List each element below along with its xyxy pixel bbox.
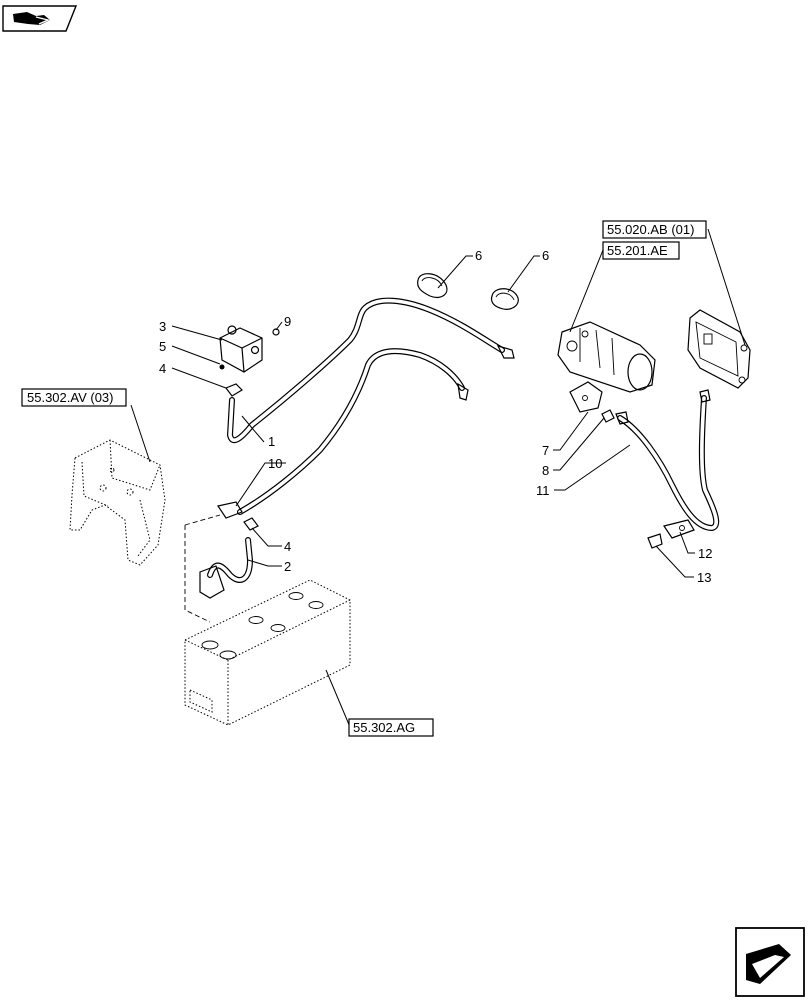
clip-12-drawing bbox=[663, 519, 695, 539]
callout-7: 7 bbox=[542, 443, 549, 458]
ref-box-55-020-ab[interactable]: 55.020.AB (01) bbox=[602, 220, 707, 239]
ref-55-302-av-label: 55.302.AV (03) bbox=[27, 390, 113, 405]
callout-11: 11 bbox=[536, 483, 550, 498]
controller-module-drawing bbox=[687, 309, 751, 389]
callout-3: 3 bbox=[159, 319, 166, 334]
callout-6-left: 6 bbox=[475, 248, 482, 263]
callout-4-upper: 4 bbox=[159, 361, 166, 376]
callout-8: 8 bbox=[542, 463, 549, 478]
callout-2: 2 bbox=[284, 559, 291, 574]
callout-13: 13 bbox=[697, 570, 711, 585]
ref-55-020-ab-label: 55.020.AB (01) bbox=[607, 222, 694, 237]
starter-motor-drawing bbox=[557, 321, 656, 393]
cable-11-drawing bbox=[615, 389, 720, 532]
callout-4-lower: 4 bbox=[284, 539, 291, 554]
ref-55-302-ag-label: 55.302.AG bbox=[353, 720, 415, 735]
leader-lines bbox=[130, 228, 746, 728]
cable-1-drawing bbox=[226, 297, 515, 444]
callout-6-right: 6 bbox=[542, 248, 549, 263]
cable-10-drawing bbox=[217, 348, 469, 519]
ref-box-55-302-ag[interactable]: 55.302.AG bbox=[348, 718, 434, 737]
seal-6-drawing bbox=[417, 273, 519, 310]
back-nav-icon[interactable] bbox=[2, 5, 78, 32]
battery-drawing bbox=[184, 514, 351, 726]
callout-9: 9 bbox=[284, 314, 291, 329]
callout-12: 12 bbox=[698, 546, 712, 561]
callout-10: 10 bbox=[268, 456, 282, 471]
bolt-13-drawing bbox=[647, 533, 663, 549]
battery-bracket-drawing bbox=[69, 439, 166, 566]
disconnect-switch-drawing bbox=[219, 325, 280, 397]
ref-box-55-201-ae[interactable]: 55.201.AE bbox=[602, 241, 680, 260]
ref-55-201-ae-label: 55.201.AE bbox=[607, 243, 668, 258]
next-page-icon[interactable] bbox=[735, 927, 805, 997]
callout-5: 5 bbox=[159, 339, 166, 354]
ref-box-55-302-av[interactable]: 55.302.AV (03) bbox=[21, 388, 127, 407]
callout-1: 1 bbox=[268, 434, 275, 449]
cable-2-drawing bbox=[199, 517, 259, 599]
insulator-7-drawing bbox=[569, 381, 615, 423]
